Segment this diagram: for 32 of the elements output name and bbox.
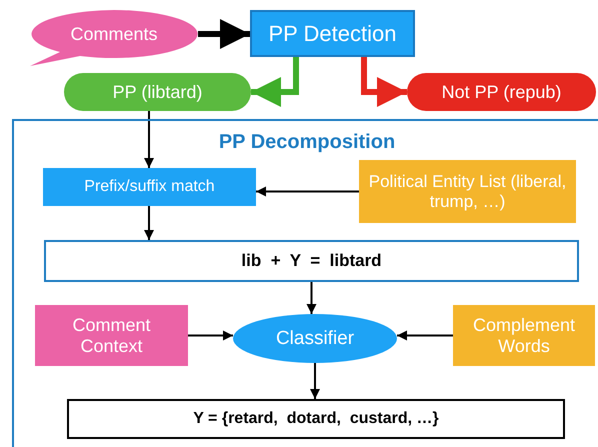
group-title: PP Decomposition: [218, 131, 396, 154]
node-label: Political Entity List (liberal, trump, …): [368, 172, 568, 212]
node-label: Not PP (repub): [440, 82, 562, 102]
result-pill: [407, 73, 596, 111]
process-box: [43, 168, 256, 206]
group-frame: [12, 119, 598, 447]
node-label: PP Detection: [267, 20, 398, 46]
node-label: Classifier: [274, 328, 356, 350]
arrow: [188, 330, 233, 340]
node-label: Complement Words: [472, 314, 576, 356]
arrow: [306, 282, 316, 314]
arrow: [397, 330, 453, 340]
arrow: [251, 57, 299, 107]
arrow: [310, 363, 320, 399]
process-box: [250, 10, 415, 57]
input-box: [453, 305, 595, 366]
equation-box: [44, 240, 579, 282]
input-box: [359, 160, 576, 223]
arrow: [361, 57, 407, 107]
input-box: [35, 305, 188, 366]
node-label: lib + Y = libtard: [240, 251, 383, 271]
node-label: Comments: [69, 24, 159, 44]
arrow: [256, 186, 359, 196]
result-pill: [64, 73, 251, 111]
node-label: Comment Context: [71, 314, 152, 356]
output-box: [67, 399, 565, 439]
node-label: Y = {retard, dotard, custard, …}: [192, 410, 440, 428]
arrow: [198, 19, 250, 49]
node-label: PP (libtard): [112, 82, 204, 102]
node-label: Prefix/suffix match: [83, 178, 216, 196]
arrow: [144, 206, 154, 240]
arrow: [144, 111, 154, 168]
